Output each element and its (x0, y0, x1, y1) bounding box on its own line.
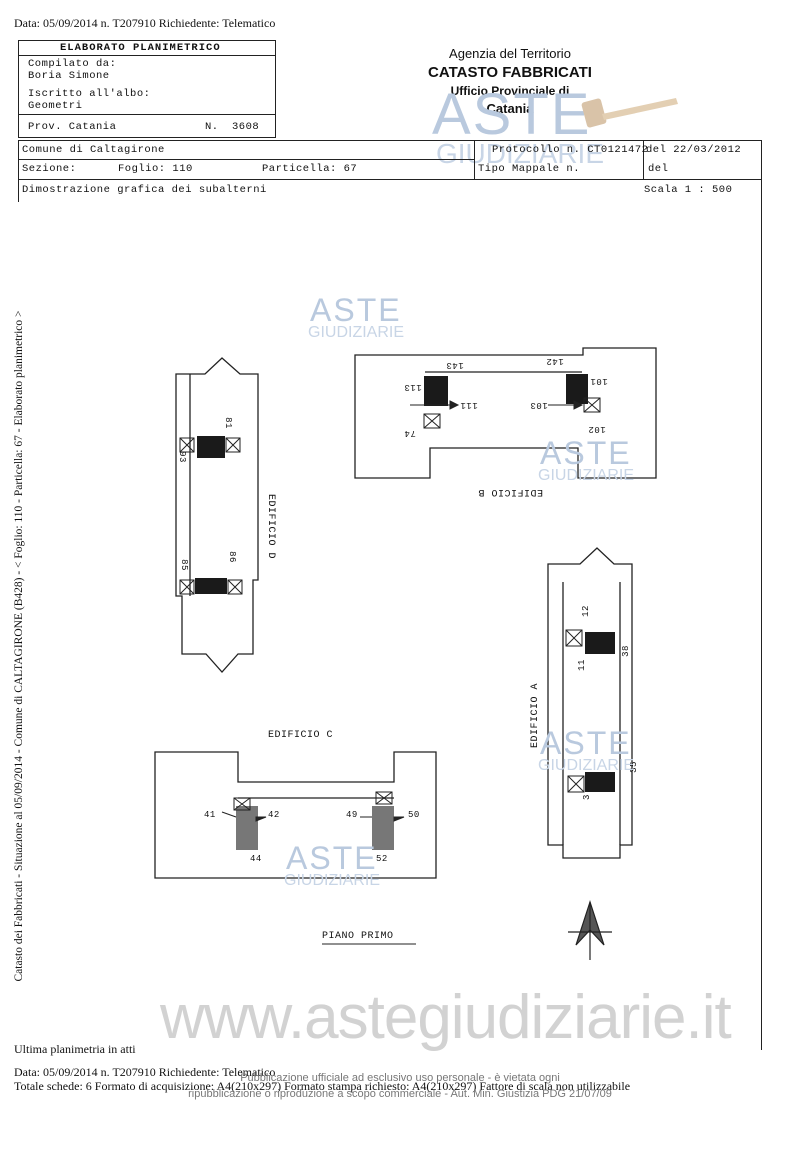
watermark-giudiziarie-3: GIUDIZIARIE (538, 757, 635, 774)
elaborato-title: ELABORATO PLANIMETRICO (60, 42, 221, 54)
edificio-d-label: EDIFICIO D (265, 494, 276, 560)
label-44: 44 (250, 854, 262, 864)
label-74: 74 (404, 428, 416, 438)
n-value: 3608 (232, 121, 260, 133)
ufficio-label: Ufficio Provinciale di (450, 84, 570, 98)
label-101: 101 (590, 376, 608, 386)
watermark-aste-1: ASTE (310, 292, 402, 328)
label-85: 85 (178, 559, 189, 571)
floor-plan-drawing (154, 347, 657, 960)
foglio-label: Foglio: 110 (118, 163, 193, 175)
ufficio-city: Catania (486, 101, 534, 116)
label-52: 52 (376, 854, 388, 864)
watermark-aste-header: ASTE (432, 82, 592, 147)
iscritto-value: Geometri (28, 100, 83, 112)
particella-label: Particella: 67 (262, 163, 358, 175)
label-102: 102 (588, 424, 606, 434)
agency-name: Agenzia del Territorio (449, 46, 571, 61)
label-143: 143 (446, 360, 464, 370)
watermark-giudiziarie-4: GIUDIZIARIE (284, 872, 381, 889)
publication-notice-2: ripubblicazione o riproduzione a scopo c… (188, 1088, 612, 1100)
watermark-aste-4: ASTE (286, 840, 378, 876)
edificio-b-label: EDIFICIO B (478, 486, 544, 497)
protocollo-date: del 22/03/2012 (646, 144, 742, 156)
dimostrazione-label: Dimostrazione grafica dei subalterni (22, 184, 267, 196)
piano-label: PIANO PRIMO (322, 931, 394, 942)
publication-notice-1: Pubblicazione ufficiale ad esclusivo uso… (240, 1072, 560, 1084)
label-49: 49 (346, 810, 358, 820)
label-11: 11 (576, 659, 587, 671)
footer-format-info: Totale schede: 6 Formato di acquisizione… (14, 1079, 631, 1093)
elaborato-box (18, 40, 276, 138)
tipo-mappale-del: del (648, 163, 669, 175)
watermark-giudiziarie-1: GIUDIZIARIE (308, 324, 405, 341)
label-12: 12 (580, 605, 591, 617)
edificio-c-label: EDIFICIO C (268, 730, 334, 741)
label-142: 142 (546, 356, 564, 366)
watermark-aste-3: ASTE (540, 725, 632, 761)
comune-label: Comune di Caltagirone (22, 144, 165, 156)
iscritto-label: Iscritto all'albo: (28, 88, 151, 100)
label-103: 103 (530, 400, 548, 410)
catasto-title: CATASTO FABBRICATI (428, 64, 592, 81)
label-3: 3 (581, 794, 592, 800)
sezione-label: Sezione: (22, 163, 77, 175)
watermark-giudiziarie-2: GIUDIZIARIE (538, 467, 635, 484)
gavel-icon (581, 98, 678, 128)
label-41: 41 (204, 810, 216, 820)
label-42: 42 (268, 810, 280, 820)
scala-label: Scala 1 : 500 (644, 184, 733, 196)
watermark-giudiziarie-header: GIUDIZIARIE (436, 138, 605, 169)
label-113: 113 (404, 382, 422, 392)
label-81: 81 (222, 417, 233, 429)
label-38: 38 (620, 645, 631, 657)
ultima-planimetria: Ultima planimetria in atti (14, 1042, 136, 1056)
protocollo-label: Protocollo n. CT0121472 (492, 144, 649, 156)
label-111: 111 (460, 400, 478, 410)
n-label: N. (205, 121, 219, 133)
label-86: 86 (226, 551, 237, 563)
footer-request-info: Data: 05/09/2014 n. T207910 Richiedente:… (14, 1065, 276, 1079)
tipo-mappale-label: Tipo Mappale n. (478, 163, 581, 175)
info-box (18, 140, 762, 180)
compilato-label: Compilato da: (28, 58, 117, 70)
prov-label: Prov. Catania (28, 121, 117, 133)
label-50: 50 (408, 810, 420, 820)
watermark-url: www.astegiudiziarie.it (160, 983, 732, 1052)
label-93: 93 (176, 451, 187, 463)
header-request-info: Data: 05/09/2014 n. T207910 Richiedente:… (14, 16, 276, 30)
watermark-aste-2: ASTE (540, 435, 632, 471)
compilato-name: Boria Simone (28, 70, 110, 82)
